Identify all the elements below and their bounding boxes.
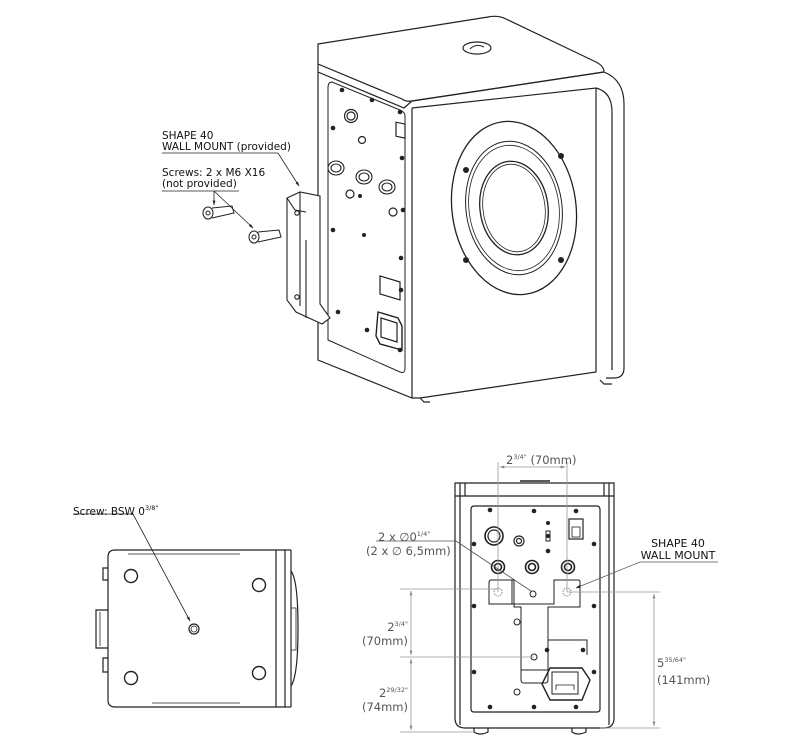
dim-metric: (70mm) [361,634,408,648]
xlr-input-icon [484,526,504,546]
rear-wall-mount-line2: WALL MOUNT [640,549,716,562]
wall-mount-bracket [488,579,588,696]
dim-upper-height-label: 23/4" (70mm) [350,617,408,648]
power-switch-icon [568,518,584,540]
holes-callout-line1: 2 x ∅01/4" [378,527,430,544]
rear-view-speaker [454,480,615,735]
rear-panel-plate [470,505,601,713]
control-knobs [490,559,576,575]
dim-fraction: 3/4" [513,453,527,461]
holes-callout-line2: (2 x ∅ 6,5mm) [366,544,451,558]
dim-fraction: 3/4" [394,620,408,628]
rear-view-dimension-lines [400,462,660,733]
holes-fraction: 1/4" [416,530,431,538]
dim-metric: (70mm) [530,453,577,467]
wall-mount-callout-line2: WALL MOUNT (provided) [162,141,291,153]
dim-metric: (141mm) [657,673,711,687]
woofer-driver [450,120,578,296]
isometric-leaders [162,152,300,229]
rear-wall-mount-line1: SHAPE 40 [651,537,705,550]
dim-fraction: 35/64" [664,656,687,664]
screw-2 [248,229,282,244]
xlr-input-icon [343,108,359,124]
rear-wall-mount-callout: SHAPE 40 WALL MOUNT [636,538,720,562]
woofer-ring [450,120,578,296]
dim-metric: (74mm) [361,700,408,714]
dim-whole: 5 [657,656,665,670]
dim-whole: 2 [506,453,514,467]
isometric-speaker [202,15,625,403]
rear-panel-plate [327,81,406,373]
speaker-top-face [317,15,605,102]
bottom-view-leader [73,513,191,622]
bsw-thread-hole [188,623,200,635]
connector-plate [379,275,401,301]
foot [123,568,139,584]
rca-input-icon [357,135,367,145]
dim-top-width-label: 23/4" (70mm) [506,450,576,467]
screw-1 [202,205,235,220]
bottom-view-outline [107,549,286,708]
control-knobs [327,160,396,195]
bsw-screw-callout: Screw: BSW 03/8" [73,502,158,518]
bottom-view-speaker [95,549,299,708]
power-socket-icon [541,667,591,701]
power-switch-icon [395,121,406,139]
foot [251,665,267,681]
holes-prefix: 2 x ∅0 [378,530,417,544]
brand-logo-icon [462,41,492,55]
bsw-screw-fraction: 3/8" [144,504,159,512]
wall-mount-bracket [286,191,331,325]
screws-callout-line2: (not provided) [162,178,237,190]
trs-input-icon [513,535,525,547]
panel-screws [330,87,406,353]
dim-lower-height-label: 229/32" (74mm) [350,683,408,714]
power-socket-icon [375,311,403,351]
foot [251,577,267,593]
rear-view-leaders [376,540,718,592]
dim-whole: 2 [378,686,387,700]
foot [123,670,139,686]
dim-total-height-label: 535/64" (141mm) [657,653,710,687]
bsw-screw-label: Screw: BSW 0 [73,506,145,518]
screws-callout-line1: Screws: 2 x M6 X16 [162,167,266,179]
speaker-side-frame [603,71,625,379]
rear-view-outline [454,482,615,729]
dim-whole: 2 [387,620,395,634]
wall-mount-callout-line1: SHAPE 40 [162,130,214,142]
dim-fraction: 29/32" [386,686,408,694]
